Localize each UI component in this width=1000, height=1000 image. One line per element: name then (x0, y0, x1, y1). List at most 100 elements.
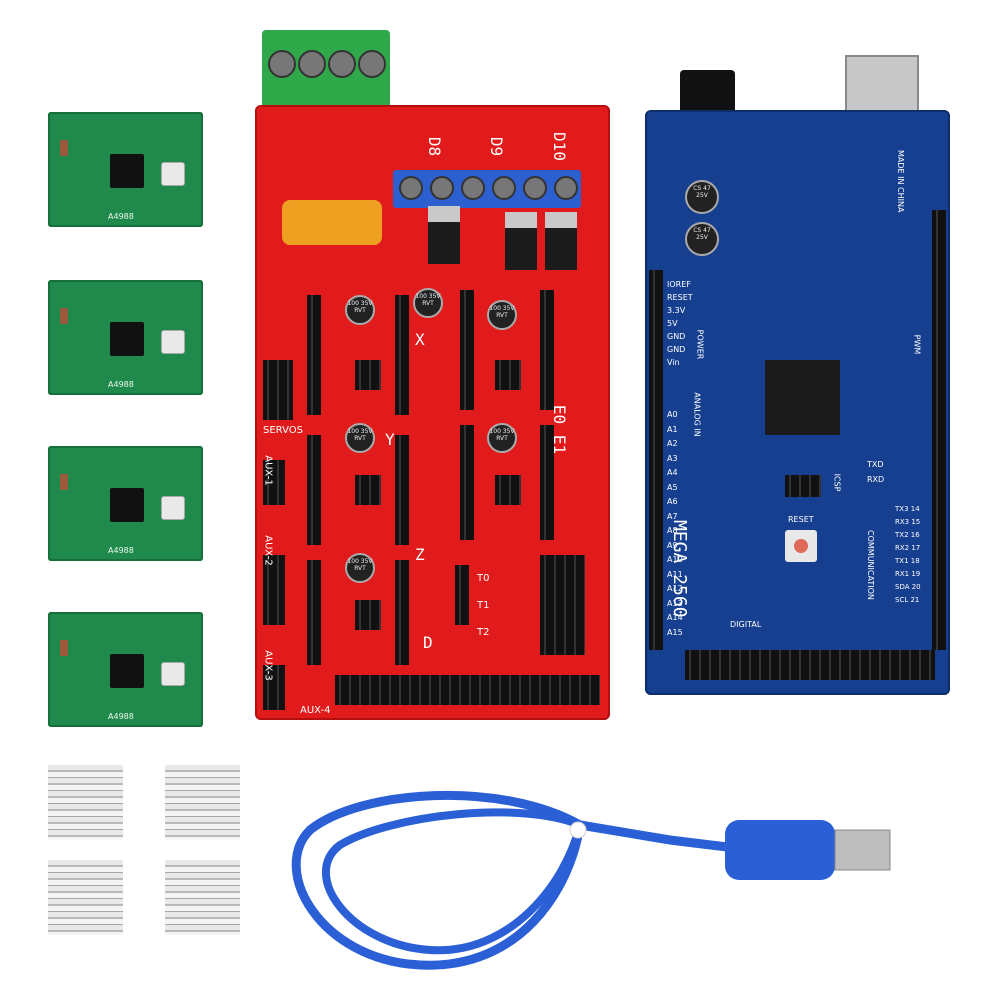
analog-pin: A3 (667, 453, 678, 463)
output-terminal-blue (393, 170, 581, 208)
driver-socket-z-left (307, 560, 321, 665)
comm-pin: RX2 17 (895, 544, 921, 552)
usb-cable-loop-2 (322, 808, 584, 955)
driver-socket-e1-left (460, 425, 474, 540)
mega-model-label: MEGA 2560 (669, 520, 690, 618)
reset-label: RESET (788, 515, 814, 524)
analog-pin: A0 (667, 410, 678, 419)
mosfet (505, 228, 537, 270)
power-pin: 5V (667, 319, 678, 328)
screw (554, 176, 578, 200)
driver-socket-x-right (395, 295, 409, 415)
power-label: POWER (695, 329, 705, 360)
usb-b-connector (834, 829, 891, 871)
driver-socket-e0-left (460, 290, 474, 410)
mega-left-header (649, 270, 663, 650)
microstep-jumpers-y (355, 475, 381, 505)
driver-socket-e1-right (540, 425, 554, 540)
microstep-jumpers-z (355, 600, 381, 630)
screw (268, 50, 296, 78)
output-d10-label: D10 (549, 132, 569, 161)
analog-pin: A15 (667, 627, 683, 637)
driver-socket-y-right (395, 435, 409, 545)
capacitor (60, 474, 68, 490)
comm-pin: SCL 21 (895, 596, 920, 604)
driver-socket-x-left (307, 295, 321, 415)
aux4-label: AUX-4 (300, 705, 331, 716)
cs-cap-1: CS 47 25V (685, 180, 719, 214)
usb-plug-housing (725, 820, 835, 880)
driver-label: A4988 (108, 712, 134, 721)
driver-socket-z-right (395, 560, 409, 665)
potentiometer (161, 330, 185, 354)
driver-chip (110, 654, 144, 688)
stepper-driver-4: A4988 (48, 612, 203, 727)
axis-e0-label: E0 (550, 404, 570, 425)
potentiometer (161, 662, 185, 686)
mosfet (428, 222, 460, 264)
axis-y-label: Y (385, 430, 395, 449)
power-pin: GND (667, 345, 686, 354)
comm-pin: RX3 15 (895, 518, 921, 526)
capacitor (60, 140, 68, 156)
atmega2560-chip (765, 360, 840, 435)
servos-header (263, 360, 293, 420)
analog-pin: A9 (667, 540, 678, 550)
heatsink-3 (48, 860, 123, 935)
capacitor (60, 308, 68, 324)
screw (430, 176, 454, 200)
driver-label: A4988 (108, 212, 134, 221)
digital-label: DIGITAL (730, 620, 762, 629)
analog-pin: A12 (667, 584, 683, 593)
stepper-driver-2: A4988 (48, 280, 203, 395)
t1-label: T1 (477, 600, 490, 611)
output-d8-label: D8 (425, 136, 445, 157)
screw (358, 50, 386, 78)
power-pin-labels: IOREF RESET 3.3V 5V GND GND Vin (667, 280, 712, 371)
capacitor (60, 640, 68, 656)
comm-pin: TX3 14 (895, 505, 920, 513)
made-in-label: MADE IN CHINA (896, 150, 905, 213)
aux1-label: AUX-1 (262, 455, 274, 486)
d-label: D (423, 633, 433, 652)
mega-bottom-header (685, 650, 935, 680)
screw (461, 176, 485, 200)
capacitor-e1: 100 35V RVT (487, 423, 517, 453)
communication-label: COMMUNICATION (866, 530, 875, 600)
icsp-header (785, 475, 821, 497)
mosfet (545, 228, 577, 270)
power-pin: 3.3V (667, 306, 686, 315)
microstep-jumpers-e0 (495, 360, 521, 390)
screw (298, 50, 326, 78)
capacitor-e0-a: 100 35V RVT (413, 288, 443, 318)
capacitor-e0-b: 100 35V RVT (487, 300, 517, 330)
cable-tie (569, 821, 587, 839)
axis-x-label: X (415, 330, 425, 349)
icsp-label: ICSP (832, 473, 842, 492)
analog-pin: A11 (667, 569, 683, 579)
power-pin: Vin (667, 358, 680, 367)
capacitor-z: 100 35V RVT (345, 553, 375, 583)
driver-socket-e0-right (540, 290, 554, 410)
screw (328, 50, 356, 78)
microstep-jumpers-e1 (495, 475, 521, 505)
analog-pin: A6 (667, 497, 678, 506)
analog-pin: A1 (667, 424, 678, 434)
capacitor-y: 100 35V RVT (345, 423, 375, 453)
screw (399, 176, 423, 200)
mega-right-header (932, 210, 946, 650)
driver-chip (110, 488, 144, 522)
comm-pin: TX2 16 (895, 531, 920, 539)
aux1-header (263, 460, 285, 505)
reset-button[interactable] (785, 530, 817, 562)
driver-label: A4988 (108, 546, 134, 555)
mosfet-tab (545, 212, 577, 230)
aux2-header (263, 555, 285, 625)
microstep-jumpers-x (355, 360, 381, 390)
analog-pin: A7 (667, 511, 678, 521)
driver-socket-y-left (307, 435, 321, 545)
power-pin: GND (667, 332, 686, 341)
pwm-label: PWM (912, 334, 922, 355)
thermistor-header (455, 565, 469, 625)
bottom-header (335, 675, 600, 705)
